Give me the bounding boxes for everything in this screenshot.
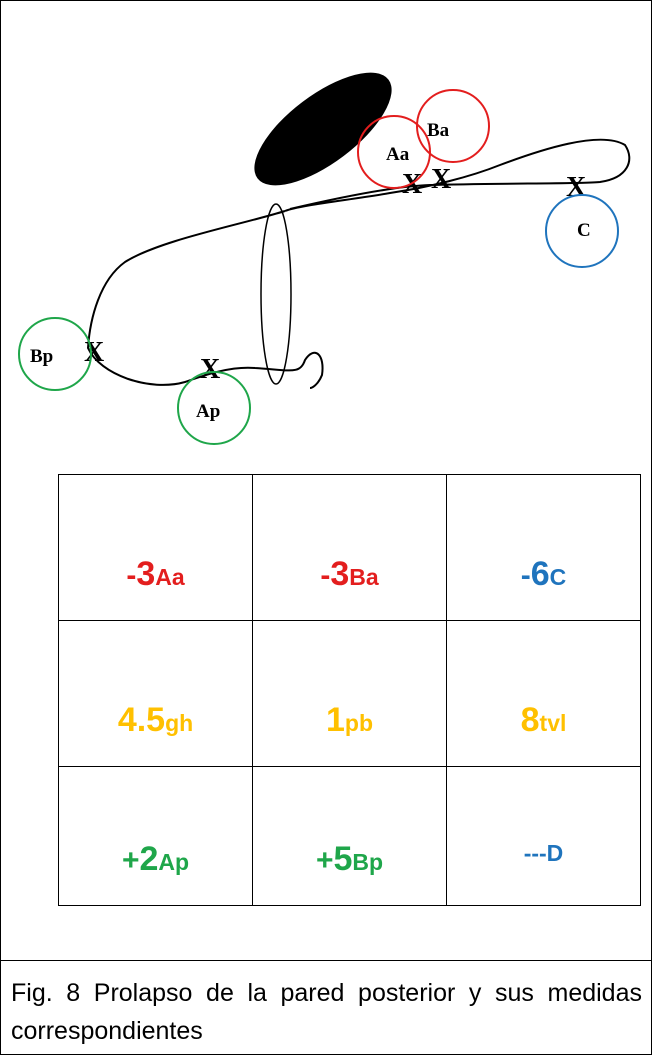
grid-cell-c: -6C — [446, 474, 641, 621]
label-ap: Ap — [196, 401, 220, 422]
pop-q-grid: -3Aa -3Ba -6C 4.5gh 1pb 8tvl +2Ap +5Bp -… — [58, 474, 641, 906]
circle-ba — [416, 89, 490, 163]
circle-c — [545, 194, 619, 268]
grid-cell-gh: 4.5gh — [58, 620, 253, 767]
marker-ap: X — [200, 354, 220, 385]
label-ba: Ba — [427, 120, 450, 141]
pubic-bone — [254, 72, 392, 186]
grid-cell-ap: +2Ap — [58, 766, 253, 906]
circle-aa — [357, 115, 431, 189]
grid-row: +2Ap +5Bp ---D — [58, 766, 641, 906]
posterior-wall-line — [86, 210, 324, 389]
circle-ap — [177, 371, 251, 445]
anterior-wall-line — [284, 138, 631, 212]
grid-row: 4.5gh 1pb 8tvl — [58, 620, 641, 767]
grid-cell-aa: -3Aa — [58, 474, 253, 621]
grid-cell-bp: +5Bp — [252, 766, 447, 906]
marker-aa: X — [402, 169, 422, 200]
grid-cell-d: ---D — [446, 766, 641, 906]
hymen-ring — [260, 203, 292, 385]
figure-caption: Fig. 8 Prolapso de la pared posterior y … — [0, 960, 652, 1055]
circle-bp — [18, 317, 92, 391]
marker-ba: X — [431, 164, 451, 195]
grid-cell-ba: -3Ba — [252, 474, 447, 621]
label-bp: Bp — [30, 346, 53, 367]
marker-bp: X — [84, 337, 104, 368]
grid-row: -3Aa -3Ba -6C — [58, 474, 641, 621]
vaginal-profile-diagram: X X X X X Aa Ba C Bp Ap — [18, 72, 631, 445]
label-c: C — [577, 220, 591, 241]
grid-cell-pb: 1pb — [252, 620, 447, 767]
grid-cell-tvl: 8tvl — [446, 620, 641, 767]
label-aa: Aa — [386, 144, 410, 165]
